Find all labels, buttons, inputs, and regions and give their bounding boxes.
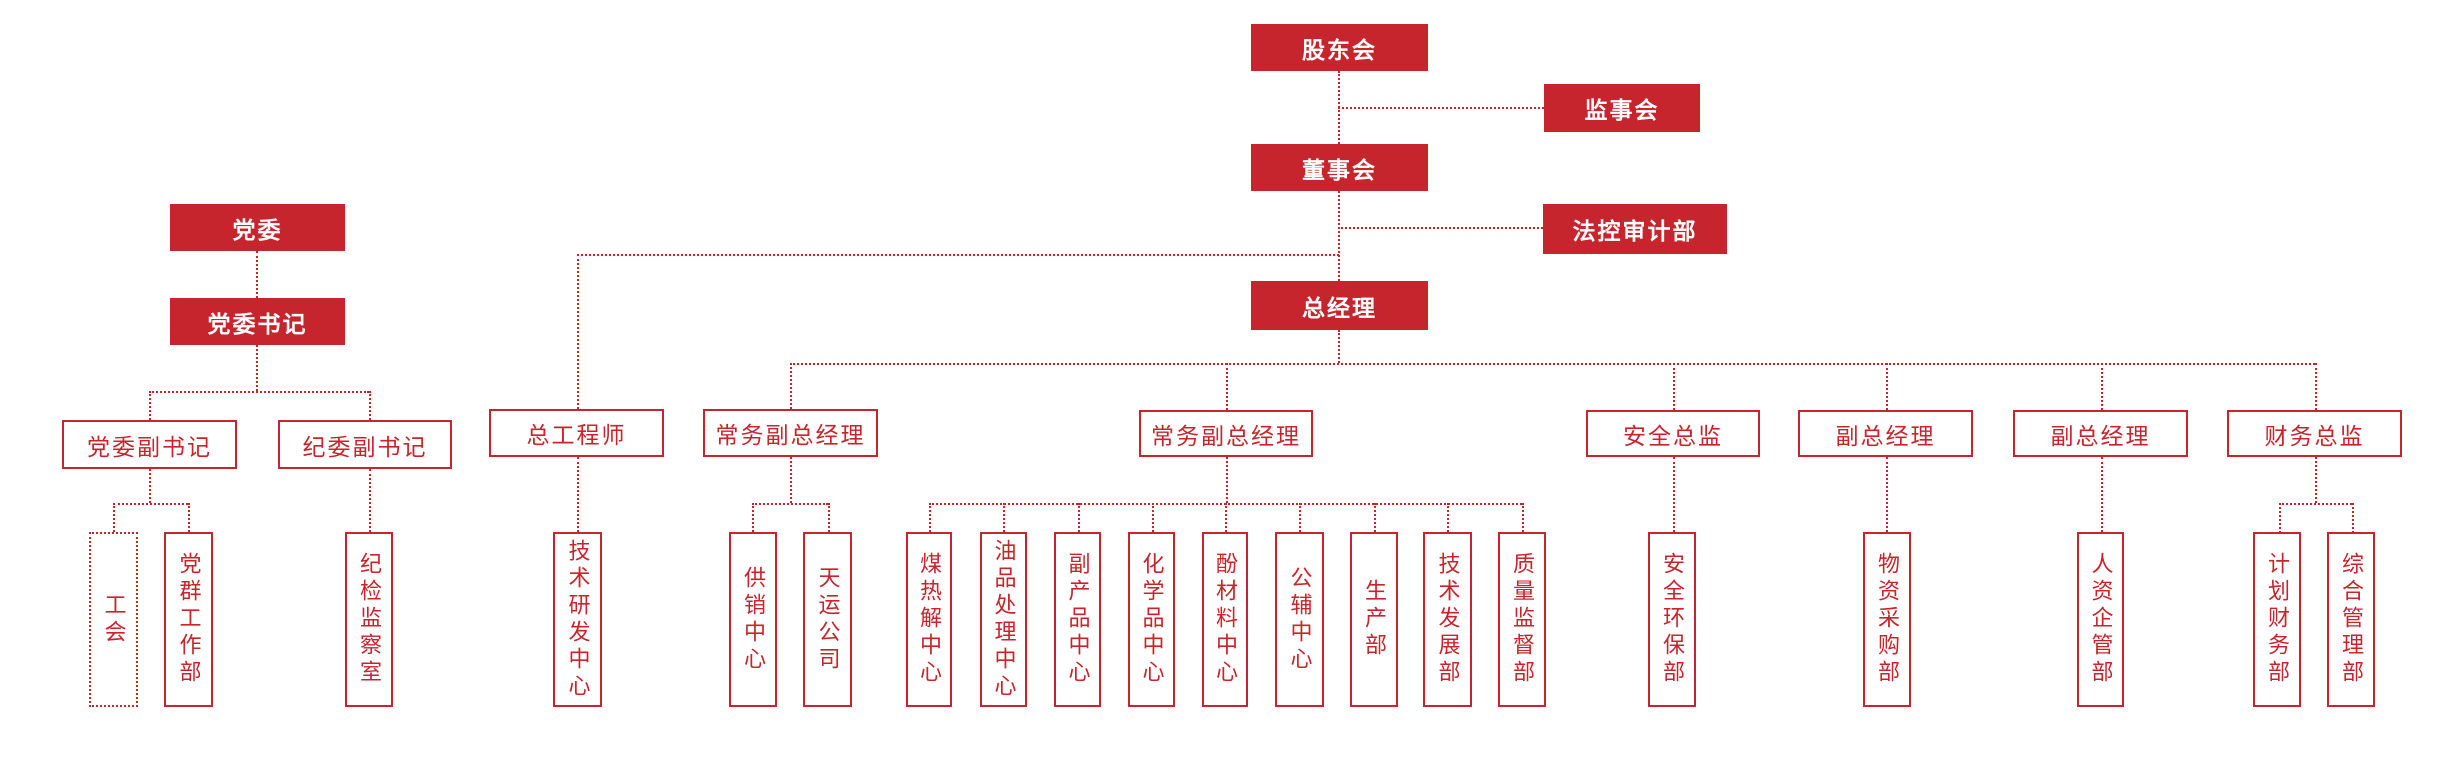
node-safety-environment-dept: 安全环保部 xyxy=(1648,532,1696,707)
connector-line xyxy=(188,503,190,532)
node-phenol-materials-center: 酚材料中心 xyxy=(1202,532,1248,707)
node-party-committee-secretary: 党委书记 xyxy=(170,298,345,345)
connector-line xyxy=(1338,191,1340,281)
connector-line xyxy=(113,503,188,505)
node-executive-deputy-gm-2: 常务副总经理 xyxy=(1139,410,1313,457)
connector-line xyxy=(1447,503,1449,532)
connector-line xyxy=(369,391,371,420)
connector-line xyxy=(577,254,1339,256)
connector-line xyxy=(2315,457,2317,503)
connector-line xyxy=(929,503,931,532)
connector-line xyxy=(2101,457,2103,532)
connector-line xyxy=(1338,107,1544,109)
connector-line xyxy=(1673,457,1675,532)
connector-line xyxy=(2279,503,2352,505)
node-safety-director: 安全总监 xyxy=(1586,410,1760,457)
connector-line xyxy=(1338,330,1340,363)
connector-line xyxy=(369,469,371,532)
node-chief-engineer: 总工程师 xyxy=(489,409,664,457)
node-materials-procurement-dept: 物资采购部 xyxy=(1863,532,1911,707)
node-tech-rd-center: 技术研发中心 xyxy=(553,532,602,707)
connector-line xyxy=(1522,503,1524,532)
node-party-committee: 党委 xyxy=(170,204,345,251)
connector-line xyxy=(149,391,369,393)
node-coal-pyrolysis-center: 煤热解中心 xyxy=(906,532,952,707)
node-supervisory-board: 监事会 xyxy=(1544,84,1700,132)
node-discipline-inspection-office: 纪检监察室 xyxy=(345,532,393,707)
connector-line xyxy=(1886,457,1888,532)
connector-line xyxy=(577,457,579,532)
connector-line xyxy=(1299,503,1301,532)
node-deputy-gm-1: 副总经理 xyxy=(1798,410,1973,457)
connector-line xyxy=(1338,227,1543,229)
node-tech-development-dept: 技术发展部 xyxy=(1423,532,1472,707)
node-board-of-directors: 董事会 xyxy=(1251,144,1428,191)
connector-line xyxy=(1886,363,1888,410)
connector-line xyxy=(1673,363,1675,410)
connector-line xyxy=(2352,503,2354,533)
node-executive-deputy-gm-1: 常务副总经理 xyxy=(703,409,878,457)
node-general-management-dept: 综合管理部 xyxy=(2327,532,2375,707)
node-general-manager: 总经理 xyxy=(1251,281,1428,330)
connector-line xyxy=(149,391,151,420)
connector-line xyxy=(2279,503,2281,533)
node-deputy-party-secretary: 党委副书记 xyxy=(62,420,237,469)
node-tianyun-company: 天运公司 xyxy=(803,532,852,707)
node-supply-marketing-center: 供销中心 xyxy=(729,532,777,707)
connector-line xyxy=(577,254,579,409)
connector-line xyxy=(828,503,830,532)
connector-line xyxy=(1226,363,1228,410)
node-labor-union: 工会 xyxy=(89,532,138,707)
connector-line xyxy=(790,363,792,409)
connector-line xyxy=(1152,503,1154,532)
connector-line xyxy=(149,469,151,503)
node-quality-supervision-dept: 质量监督部 xyxy=(1498,532,1546,707)
connector-line xyxy=(1078,503,1080,532)
node-utilities-center: 公辅中心 xyxy=(1275,532,1324,707)
connector-line xyxy=(1225,503,1227,532)
connector-line xyxy=(790,363,2315,365)
connector-line xyxy=(752,503,754,532)
connector-line xyxy=(256,251,258,298)
connector-line xyxy=(1226,457,1228,503)
node-legal-control-audit-dept: 法控审计部 xyxy=(1543,204,1727,254)
connector-line xyxy=(1374,503,1376,532)
node-production-dept: 生产部 xyxy=(1350,532,1398,707)
connector-line xyxy=(790,457,792,503)
node-byproduct-center: 副产品中心 xyxy=(1054,532,1101,707)
node-party-mass-work-dept: 党群工作部 xyxy=(164,532,213,707)
connector-line xyxy=(2315,363,2317,410)
node-chemicals-center: 化学品中心 xyxy=(1128,532,1175,707)
connector-line xyxy=(113,503,115,532)
connector-line xyxy=(256,345,258,391)
node-oil-processing-center: 油品处理中心 xyxy=(980,532,1027,707)
node-deputy-gm-2: 副总经理 xyxy=(2013,410,2188,457)
node-finance-director: 财务总监 xyxy=(2227,410,2402,457)
connector-line xyxy=(2101,363,2103,410)
node-hr-enterprise-mgmt-dept: 人资企管部 xyxy=(2077,532,2124,707)
connector-line xyxy=(1003,503,1005,532)
connector-line xyxy=(752,503,828,505)
node-planning-finance-dept: 计划财务部 xyxy=(2253,532,2301,707)
node-discipline-deputy-secretary: 纪委副书记 xyxy=(278,420,452,469)
node-shareholders-meeting: 股东会 xyxy=(1251,24,1428,71)
